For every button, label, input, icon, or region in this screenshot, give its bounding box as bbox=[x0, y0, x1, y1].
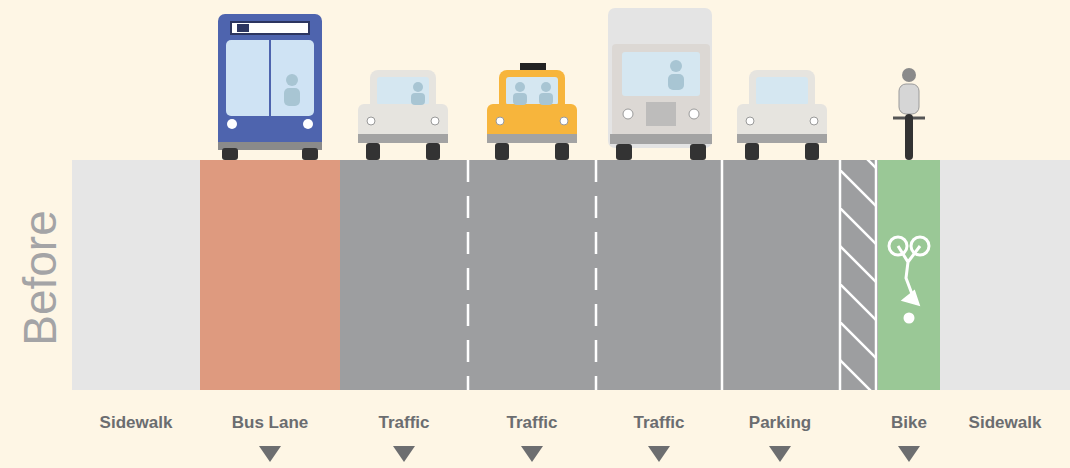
bus-body bbox=[218, 14, 322, 150]
hatch-line bbox=[841, 320, 875, 360]
lane-surface bbox=[340, 160, 468, 390]
cyclist-wheel bbox=[905, 114, 913, 160]
pointer-triangle bbox=[259, 446, 281, 462]
lane: Sidewalk bbox=[72, 160, 200, 440]
taxi-driver bbox=[539, 93, 553, 105]
lane-surface bbox=[878, 160, 940, 390]
car-driver bbox=[411, 93, 425, 105]
buffer-edge bbox=[839, 160, 842, 390]
lane-label: Traffic bbox=[320, 412, 488, 434]
bus-driver bbox=[284, 88, 300, 106]
cyclist-body bbox=[899, 84, 919, 114]
hatch-line bbox=[841, 358, 875, 390]
truck-windshield bbox=[622, 52, 700, 96]
bus-headlight bbox=[303, 119, 313, 129]
pointer-triangle bbox=[648, 446, 670, 462]
taxi-shape bbox=[487, 70, 577, 160]
hatch-line bbox=[841, 206, 875, 246]
lane-surface bbox=[596, 160, 722, 390]
parked-car bbox=[737, 70, 827, 160]
cyclist bbox=[893, 68, 925, 160]
truck-box bbox=[608, 8, 712, 148]
pointer-triangles bbox=[259, 446, 920, 462]
lane-label: Sidewalk bbox=[920, 412, 1070, 434]
truck-headlight bbox=[689, 109, 699, 119]
bus bbox=[218, 14, 322, 160]
truck-grille bbox=[646, 102, 676, 126]
lane: Bus Lane bbox=[200, 160, 340, 440]
truck-bumper bbox=[610, 134, 712, 144]
car bbox=[358, 70, 448, 160]
panel-title: Before bbox=[13, 210, 67, 346]
lane: Traffic bbox=[340, 160, 468, 440]
car-driver bbox=[413, 82, 423, 92]
pointer-triangle bbox=[769, 446, 791, 462]
truck-driver bbox=[670, 60, 682, 72]
pointer-triangle bbox=[521, 446, 543, 462]
lane-surface bbox=[72, 160, 200, 390]
lane-label: Parking bbox=[702, 412, 858, 434]
lane: Traffic bbox=[596, 160, 722, 440]
truck-headlight bbox=[623, 109, 633, 119]
taxi-passenger bbox=[515, 82, 525, 92]
hatch-line bbox=[841, 244, 875, 284]
pointer-triangle bbox=[393, 446, 415, 462]
lane: Bike bbox=[878, 160, 940, 440]
taxi-driver bbox=[541, 82, 551, 92]
lane-label: Traffic bbox=[448, 412, 616, 434]
bus-sign bbox=[231, 22, 309, 34]
taxi bbox=[487, 63, 577, 160]
bus-driver bbox=[286, 74, 298, 86]
lane-surface bbox=[200, 160, 340, 390]
truck-cab bbox=[612, 44, 710, 136]
bus-bumper bbox=[218, 142, 322, 150]
buffer-hatch bbox=[841, 160, 875, 390]
bus-window-divider bbox=[269, 40, 271, 116]
hatch-line bbox=[841, 282, 875, 322]
lane: Parking bbox=[722, 160, 838, 440]
taxi-sign bbox=[520, 63, 546, 71]
bus-headlight bbox=[227, 119, 237, 129]
lane-label: Traffic bbox=[576, 412, 742, 434]
bus-wheel bbox=[222, 148, 238, 160]
lane-label: Bike bbox=[858, 412, 960, 434]
bus-sign-mark bbox=[237, 24, 249, 32]
lane-label: Sidewalk bbox=[52, 412, 220, 434]
lane-surface bbox=[468, 160, 596, 390]
truck-driver bbox=[668, 74, 684, 90]
lane: Traffic bbox=[468, 160, 596, 440]
truck bbox=[608, 8, 712, 160]
hatch-line bbox=[841, 160, 875, 170]
hatch-line bbox=[841, 168, 875, 208]
lane: Sidewalk bbox=[940, 160, 1070, 440]
car-shape bbox=[358, 70, 448, 160]
buffer-edge bbox=[875, 160, 878, 390]
cyclist-head bbox=[902, 68, 916, 82]
bus-windshield bbox=[226, 40, 314, 116]
taxi-passenger bbox=[513, 93, 527, 105]
lane-label: Bus Lane bbox=[180, 412, 360, 434]
lane-surface bbox=[722, 160, 838, 390]
car-shape bbox=[737, 70, 827, 160]
hatched-buffer bbox=[838, 130, 878, 398]
buffer-surface bbox=[838, 160, 878, 390]
truck-wheel bbox=[616, 144, 632, 160]
truck-wheel bbox=[690, 144, 706, 160]
bus-wheel bbox=[302, 148, 318, 160]
pointer-triangle bbox=[898, 446, 920, 462]
lane-surface bbox=[940, 160, 1070, 390]
cyclist-handlebar bbox=[893, 117, 925, 120]
